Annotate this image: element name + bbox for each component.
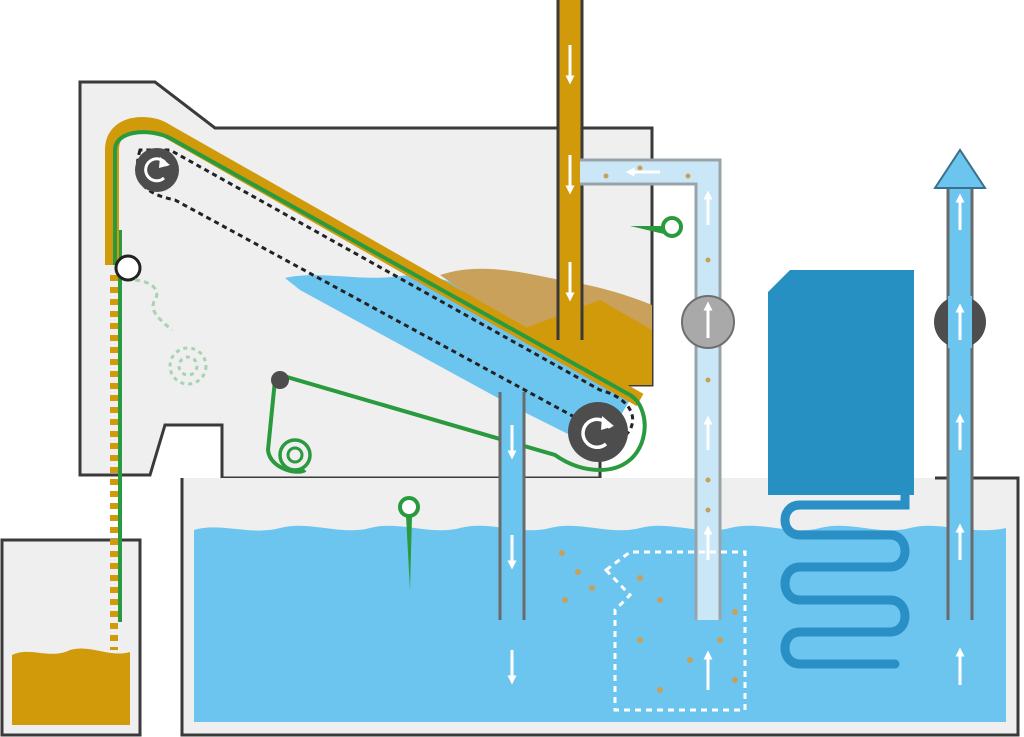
heating-coil	[780, 490, 910, 669]
sensor-icon	[630, 216, 683, 238]
sensor-icon	[398, 496, 420, 590]
rotate-arrowhead	[601, 416, 614, 430]
skimmer-belt	[113, 130, 647, 474]
heater-unit	[768, 270, 914, 495]
tail-roller	[568, 402, 628, 462]
trough-water	[285, 275, 630, 450]
oil-particles	[559, 165, 738, 693]
collected-oil	[12, 648, 130, 725]
spiral-inner	[177, 355, 199, 377]
spiral-icon	[278, 438, 312, 472]
return-water-pipe	[580, 160, 720, 620]
guide-roller	[271, 371, 289, 389]
oil-layer	[520, 300, 652, 385]
oil-belt-coating	[105, 117, 644, 407]
spiral-icon	[168, 346, 208, 386]
tank-water	[194, 525, 1006, 722]
scraper-pivot	[114, 254, 142, 282]
rotate-arrowhead	[159, 157, 170, 168]
heater-corner	[768, 270, 790, 292]
suction-zone	[603, 550, 747, 712]
outlet-arrowhead	[933, 148, 987, 189]
spiral-inner	[286, 446, 304, 464]
return-pipe-outline	[580, 158, 722, 620]
drive-roller	[135, 148, 179, 192]
